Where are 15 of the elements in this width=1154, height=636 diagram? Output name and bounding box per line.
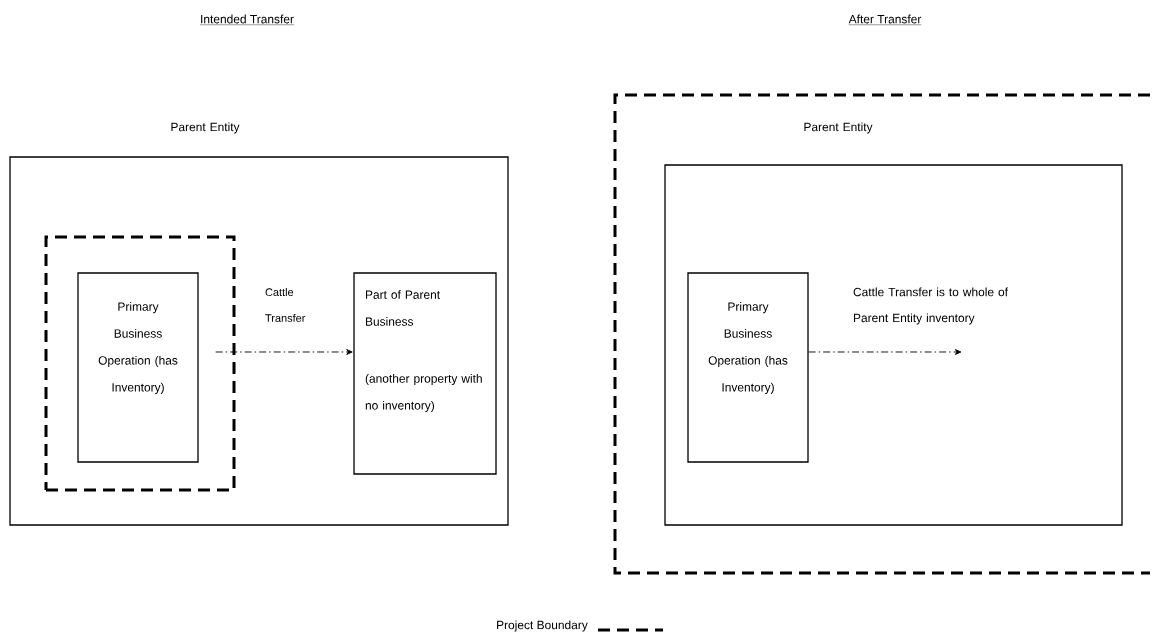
box-text: (another property with no inventory)	[365, 374, 482, 412]
section-title: After Transfer	[848, 14, 922, 25]
arrow	[215, 349, 353, 355]
section-title: Intended Transfer	[199, 14, 295, 25]
heading: Parent Entity	[804, 122, 873, 134]
edge-label: Cattle Transfer	[265, 288, 306, 322]
edge-label: Cattle Transfer is to whole of Parent Entity inventory	[853, 287, 1009, 325]
boundary-frame	[613, 93, 1150, 575]
legend-text: Project Boundary	[497, 620, 588, 632]
box-text: Primary Business Operation (has Inventory)	[708, 302, 788, 394]
box-text: Part of Parent Business	[366, 290, 440, 326]
box-text: Primary Business Operation (has Inventory)	[98, 302, 178, 394]
arrow	[808, 349, 962, 355]
heading: Parent Entity	[171, 122, 240, 134]
boundary-frame	[44, 235, 236, 492]
